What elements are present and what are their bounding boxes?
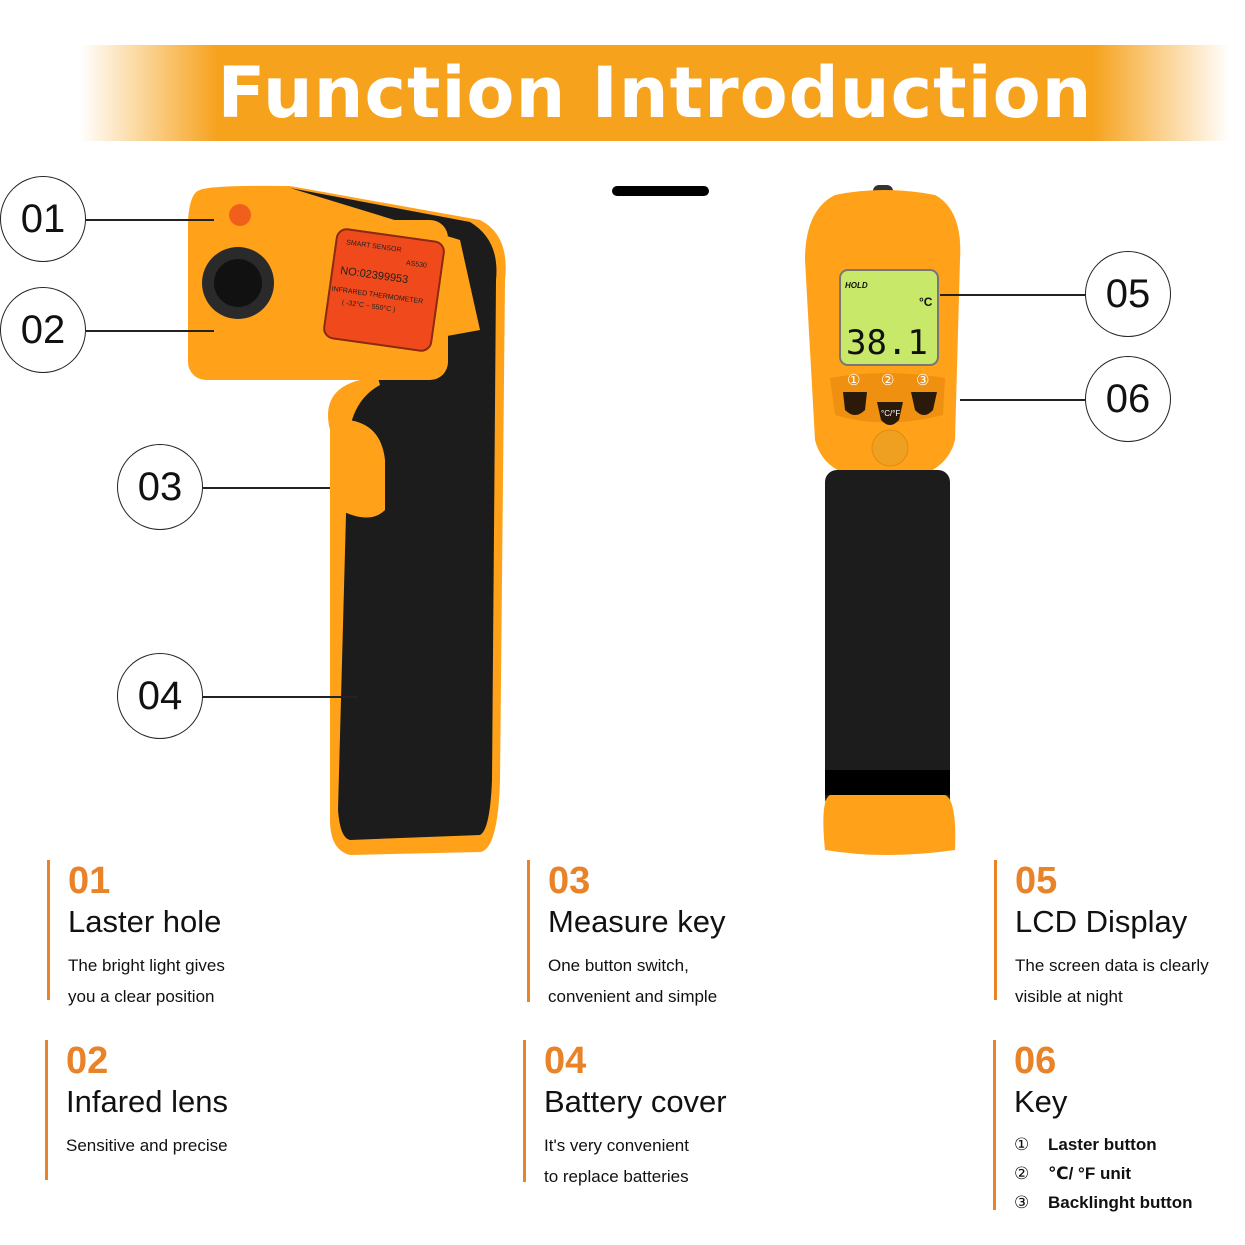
feature-02: 02 Infared lens Sensitive and precise bbox=[45, 1040, 228, 1180]
feature-number: 01 bbox=[68, 860, 111, 902]
feature-number: 06 bbox=[1014, 1040, 1057, 1082]
feature-desc: you a clear position bbox=[68, 987, 215, 1006]
callout-06: 06 bbox=[1085, 356, 1171, 442]
feature-desc: to replace batteries bbox=[544, 1167, 689, 1186]
unit-button[interactable] bbox=[877, 402, 903, 425]
feature-desc: It's very convenient bbox=[544, 1136, 689, 1155]
callout-05: 05 bbox=[1085, 251, 1171, 337]
thermometer-side-view: SMART SENSOR AS530 NO:02399953 INFRARED … bbox=[188, 185, 506, 856]
callout-01: 01 bbox=[0, 176, 86, 262]
feature-title: LCD Display bbox=[1015, 904, 1188, 939]
feature-title: Measure key bbox=[548, 904, 726, 939]
feature-title: Battery cover bbox=[544, 1084, 727, 1119]
feature-03: 03 Measure key One button switch, conven… bbox=[527, 860, 726, 1006]
callout-line-02 bbox=[86, 330, 214, 332]
feature-desc: convenient and simple bbox=[548, 987, 718, 1006]
divider-bar bbox=[612, 186, 709, 196]
callout-03: 03 bbox=[117, 444, 203, 530]
feature-desc: One button switch, bbox=[548, 956, 689, 975]
callout-02: 02 bbox=[0, 287, 86, 373]
feature-title: Laster hole bbox=[68, 904, 222, 939]
lcd-unit: °C bbox=[919, 295, 933, 309]
laser-button[interactable] bbox=[843, 392, 867, 415]
callout-line-01 bbox=[86, 219, 214, 221]
page-title: Function Introduction bbox=[217, 52, 1093, 134]
thermometer-front-view: HOLD °C 38.1 ① ② ③ °C/°F bbox=[805, 185, 961, 855]
backlight-button[interactable] bbox=[911, 392, 937, 415]
title-banner: Function Introduction bbox=[80, 45, 1230, 141]
feature-desc: The screen data is clearly bbox=[1015, 956, 1209, 975]
feature-desc: Sensitive and precise bbox=[66, 1136, 228, 1155]
unit-button-label: °C/°F bbox=[881, 409, 900, 418]
callout-line-04 bbox=[203, 696, 358, 698]
feature-desc: The bright light gives bbox=[68, 956, 225, 975]
button-number-2: ② bbox=[881, 372, 894, 389]
feature-04: 04 Battery cover It's very convenient to… bbox=[523, 1040, 727, 1186]
feature-05: 05 LCD Display The screen data is clearl… bbox=[994, 860, 1209, 1006]
feature-number: 04 bbox=[544, 1040, 587, 1082]
key-item-2: ②℃/ °F unit bbox=[1014, 1164, 1132, 1183]
feature-number: 02 bbox=[66, 1040, 109, 1082]
feature-number: 05 bbox=[1015, 860, 1058, 902]
feature-01: 01 Laster hole The bright light gives yo… bbox=[47, 860, 225, 1006]
callout-line-03 bbox=[203, 487, 330, 489]
feature-title: Key bbox=[1014, 1084, 1068, 1119]
button-number-3: ③ bbox=[916, 372, 929, 389]
lcd-reading: 38.1 bbox=[846, 323, 928, 363]
callout-line-05 bbox=[940, 294, 1085, 296]
lcd-hold: HOLD bbox=[845, 281, 868, 290]
callout-04: 04 bbox=[117, 653, 203, 739]
feature-number: 03 bbox=[548, 860, 591, 902]
button-number-1: ① bbox=[847, 372, 860, 389]
callout-line-06 bbox=[960, 399, 1085, 401]
model-label: AS530 bbox=[405, 260, 427, 270]
feature-desc: visible at night bbox=[1015, 987, 1123, 1006]
feature-title: Infared lens bbox=[66, 1084, 228, 1119]
